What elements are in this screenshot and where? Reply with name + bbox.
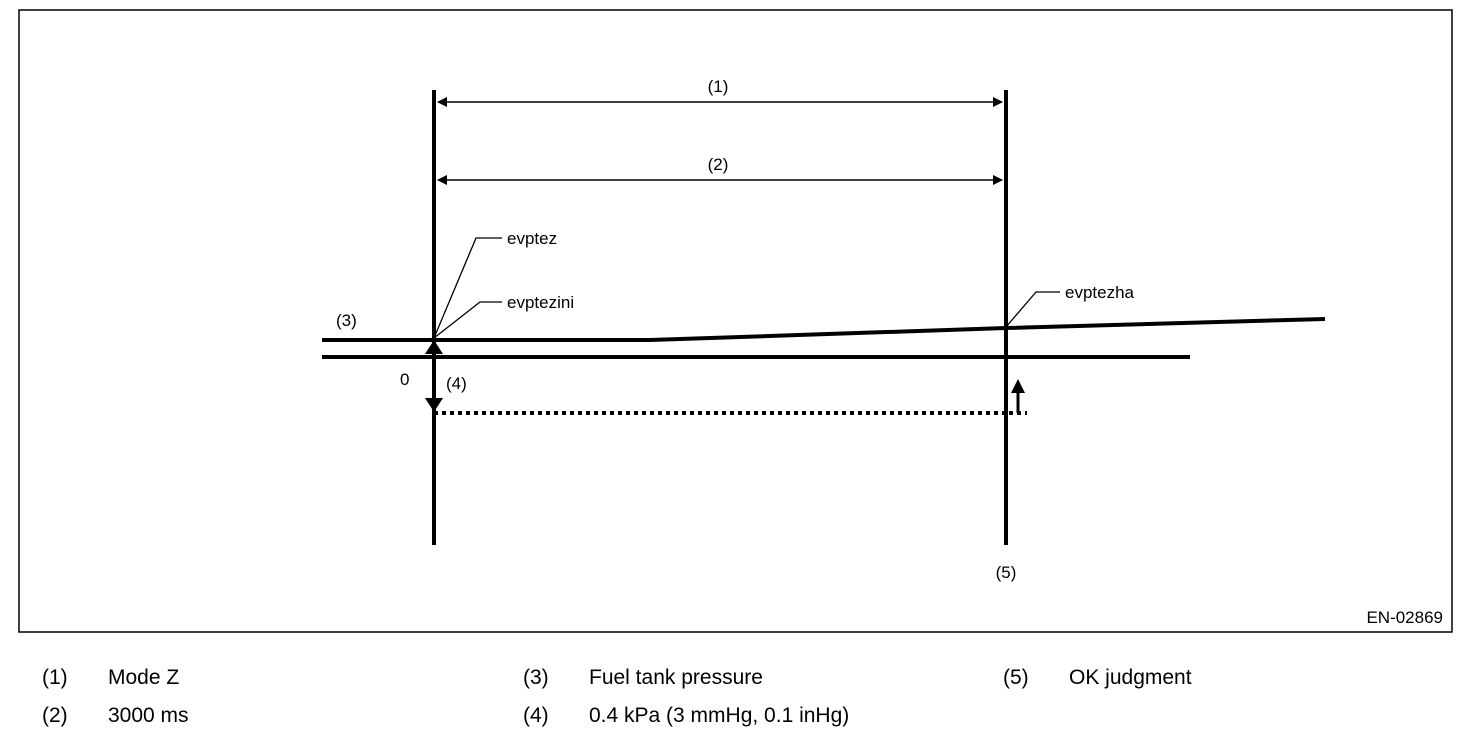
- evptez-label: evptez: [507, 229, 557, 248]
- legend-item-text: OK judgment: [1069, 666, 1192, 689]
- legend-item-number: (1): [42, 666, 68, 689]
- diagram-frame: [18, 9, 1453, 633]
- timing-diagram: (1) (2) evptez evptezini evptezha (3) 0 …: [18, 9, 1453, 633]
- evptezha-leader-line: [1005, 291, 1060, 328]
- callout-4-label: (4): [446, 374, 467, 393]
- legend-item-number: (2): [42, 704, 68, 727]
- ok-judgment-indicator-arrow: [1009, 379, 1027, 415]
- legend-item-text: 3000 ms: [108, 704, 189, 727]
- legend-item-text: 0.4 kPa (3 mmHg, 0.1 inHg): [589, 704, 850, 727]
- evptezini-leader-line: [433, 301, 502, 339]
- legend-item-text: Fuel tank pressure: [589, 666, 763, 689]
- fuel-tank-pressure-trace: [322, 317, 1326, 342]
- callout-1-label: (1): [708, 77, 729, 96]
- callout-5-label: (5): [996, 563, 1017, 582]
- legend: (1) Mode Z (2) 3000 ms (3) Fuel tank pre…: [0, 650, 1472, 740]
- legend-item-text: Mode Z: [108, 666, 180, 689]
- evptezini-label: evptezini: [507, 293, 574, 312]
- legend-item-number: (4): [523, 704, 549, 727]
- zero-label: 0: [400, 370, 409, 389]
- legend-item-number: (3): [523, 666, 549, 689]
- callout-2-label: (2): [708, 155, 729, 174]
- evptez-leader-line: [433, 237, 502, 339]
- callout-3-label: (3): [336, 311, 357, 330]
- legend-item-number: (5): [1003, 666, 1029, 689]
- evptezha-label: evptezha: [1065, 283, 1135, 302]
- pressure-difference-arrow: [425, 340, 443, 412]
- figure-id-label: EN-02869: [1366, 608, 1443, 627]
